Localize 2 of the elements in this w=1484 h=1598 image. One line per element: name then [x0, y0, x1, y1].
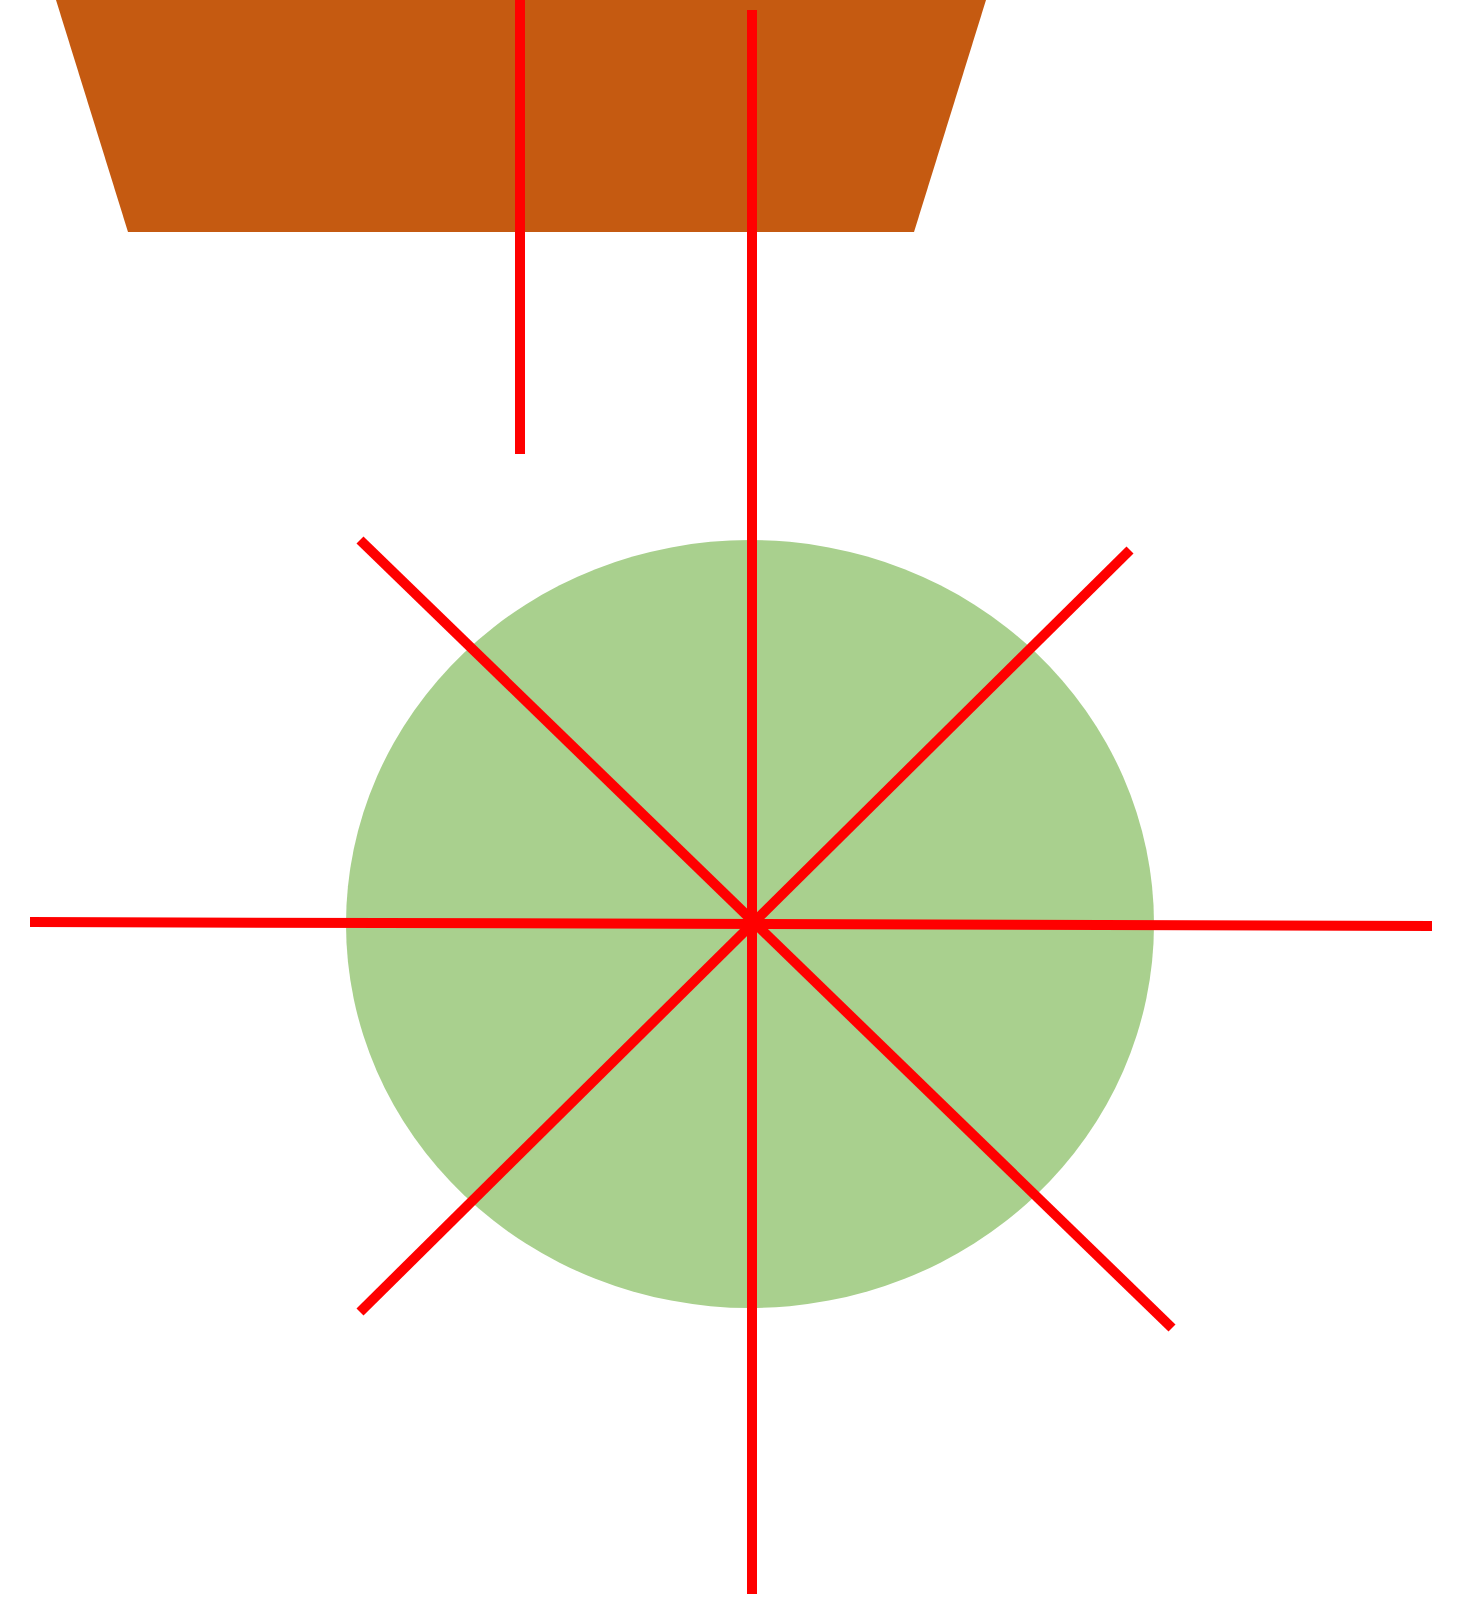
- trapezoid-shape: [56, 0, 986, 232]
- circle-shape: [346, 540, 1154, 1308]
